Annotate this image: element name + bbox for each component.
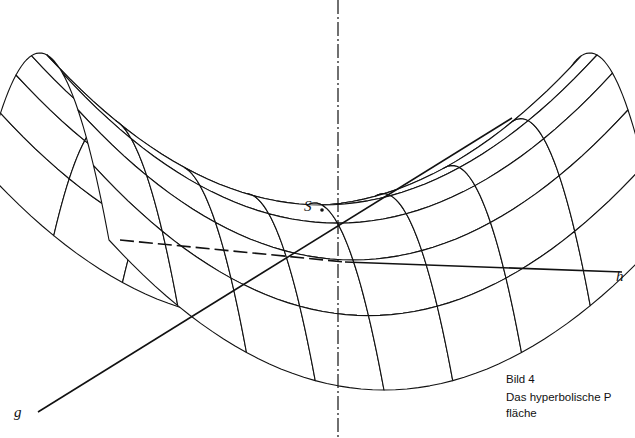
line-h-hidden — [120, 240, 345, 262]
vertical-axis — [337, 0, 338, 438]
point-label: S — [304, 198, 312, 215]
figure-number: Bild 4 — [506, 372, 535, 388]
surface-patch — [506, 231, 590, 352]
surface-patch — [338, 214, 422, 260]
surface-patch — [575, 166, 635, 306]
surface-patch — [231, 278, 315, 381]
surface-patch — [437, 278, 521, 381]
line-h — [345, 262, 622, 272]
point-label: g — [14, 404, 22, 421]
figure-caption: Das hyperbolische P fläche — [506, 390, 630, 421]
point-label: h — [616, 268, 624, 285]
saddle-point — [320, 208, 324, 212]
